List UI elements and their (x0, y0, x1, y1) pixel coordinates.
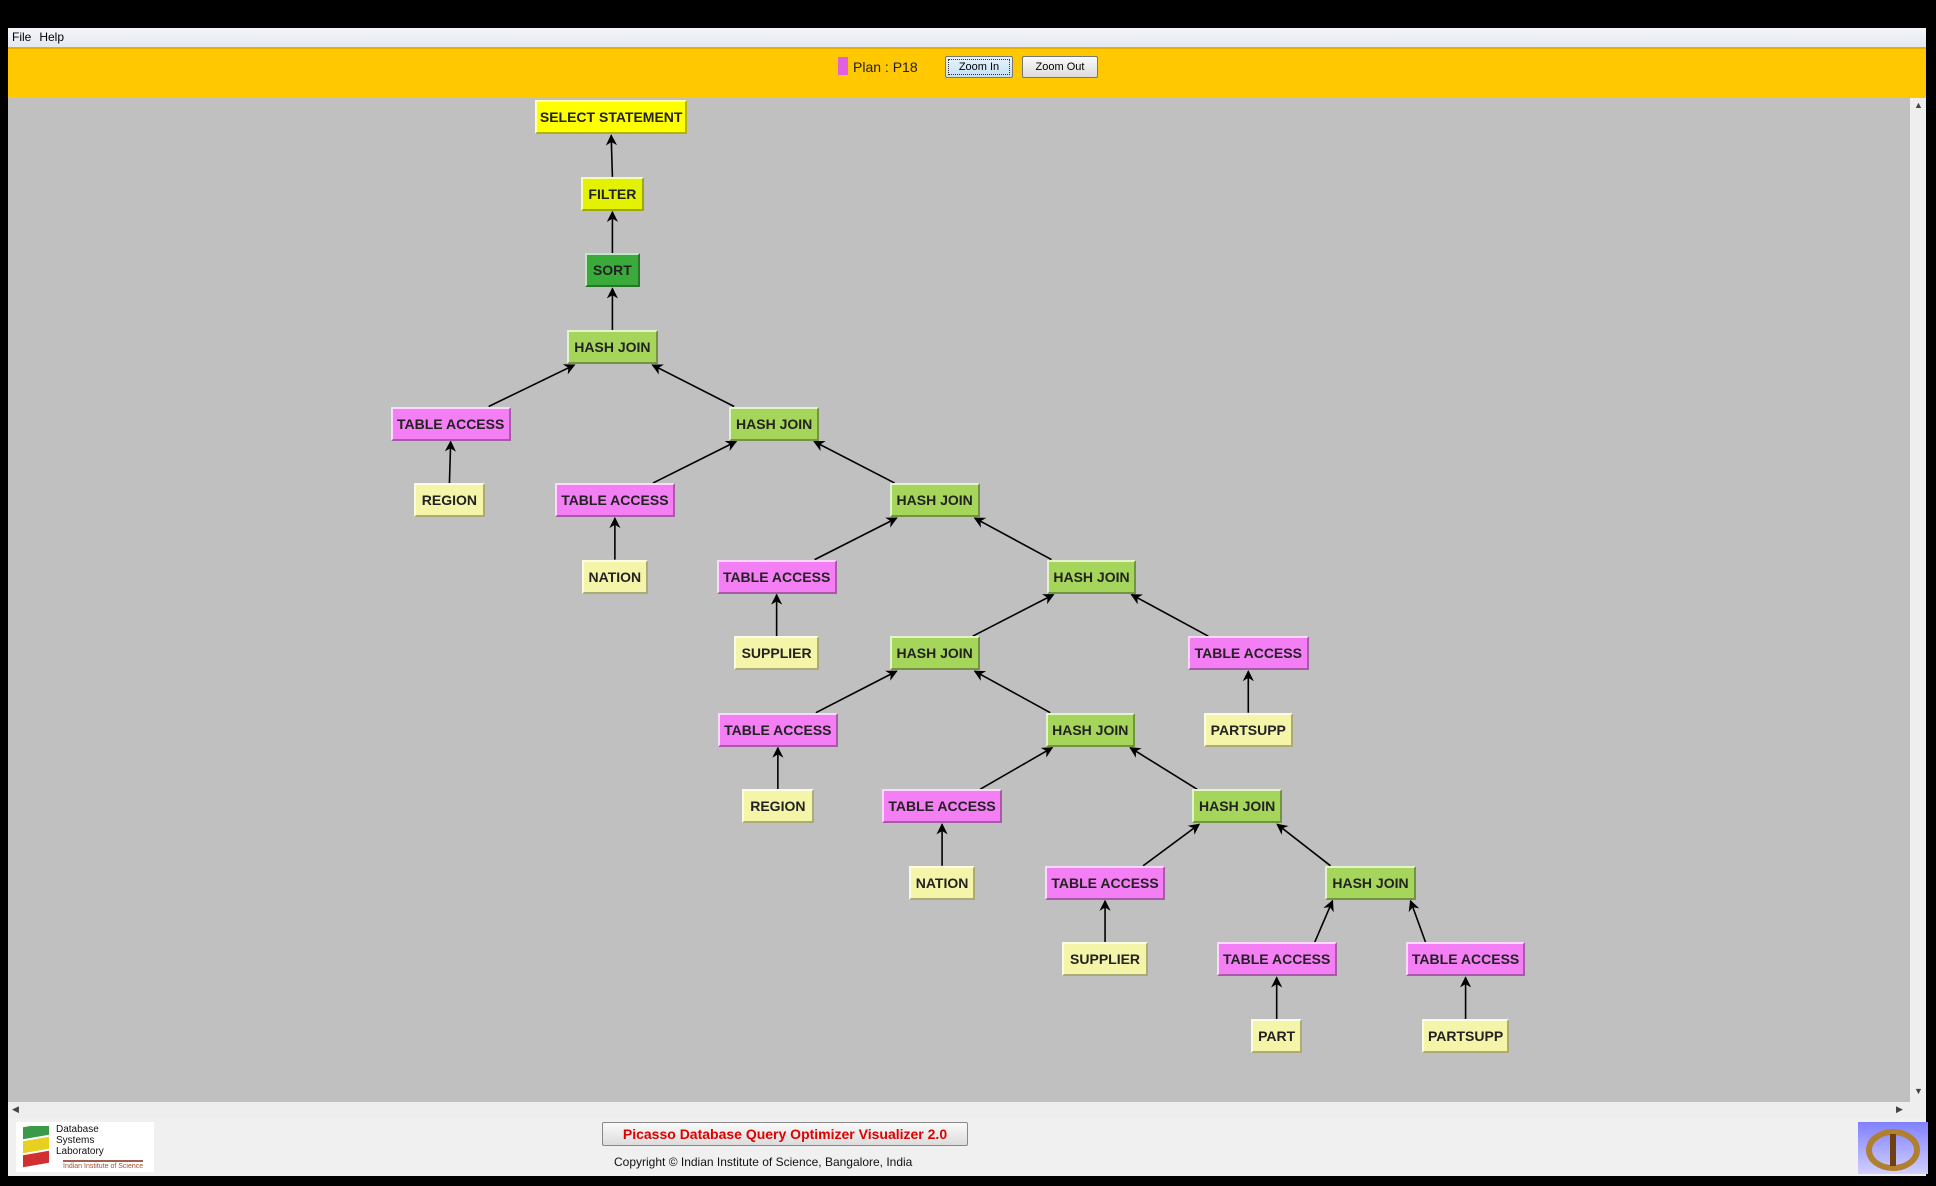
plan-label: Plan : P18 (853, 59, 918, 75)
logo-line: Database (56, 1124, 99, 1135)
dsl-blocks-icon (23, 1126, 49, 1168)
plan-node-relation[interactable]: REGION (414, 483, 485, 518)
logo-line: Laboratory (56, 1146, 104, 1157)
plan-node-filter[interactable]: FILTER (580, 176, 644, 211)
toolbar: Plan : P18 Zoom In Zoom Out (8, 47, 1926, 98)
plan-edge-arrow (972, 593, 1055, 637)
plan-node-relation[interactable]: PARTSUPP (1203, 712, 1293, 747)
scroll-corner (1910, 1102, 1926, 1118)
plan-edge-arrow (1129, 747, 1198, 790)
plan-edge-arrow (814, 517, 898, 561)
plan-node-hashjoin[interactable]: HASH JOIN (729, 406, 820, 441)
dsl-logo-subtitle: Indian Institute of Science (63, 1160, 144, 1170)
plan-node-table-access[interactable]: TABLE ACCESS (1045, 865, 1165, 900)
plan-node-hashjoin[interactable]: HASH JOIN (1045, 712, 1135, 747)
plan-edge-arrow (1130, 593, 1209, 637)
plan-node-table-access[interactable]: TABLE ACCESS (1187, 636, 1309, 671)
plan-tree-edges (444, 134, 1472, 1019)
plan-node-hashjoin[interactable]: HASH JOIN (1192, 789, 1283, 824)
plan-edge-arrow (1313, 899, 1334, 943)
plan-node-relation[interactable]: NATION (908, 865, 976, 900)
scroll-up-icon[interactable]: ▲ (1914, 100, 1923, 110)
plan-edge-arrow (979, 747, 1054, 790)
plan-edge-arrow (973, 517, 1052, 561)
plan-node-hashjoin[interactable]: HASH JOIN (889, 483, 980, 518)
plan-node-relation[interactable]: REGION (742, 789, 814, 824)
plan-edge-arrow (651, 364, 735, 408)
plan-edge-arrow (444, 440, 456, 484)
plan-edge-arrow (1276, 823, 1332, 867)
plan-node-relation[interactable]: NATION (581, 559, 649, 594)
zoom-in-button[interactable]: Zoom In (945, 56, 1013, 78)
plan-node-table-access[interactable]: TABLE ACCESS (554, 483, 675, 518)
plan-node-relation[interactable]: SUPPLIER (1062, 942, 1148, 977)
plan-node-table-access[interactable]: TABLE ACCESS (390, 406, 511, 441)
plan-edge-arrow (488, 364, 576, 408)
plan-tree-canvas: SELECT STATEMENT FILTER SORT HASH JOIN TABLE… (8, 98, 1910, 1102)
plan-color-swatch (838, 57, 848, 75)
scroll-down-icon[interactable]: ▼ (1914, 1086, 1923, 1096)
plan-node-select[interactable]: SELECT STATEMENT (535, 100, 688, 135)
plan-node-relation[interactable]: PART (1251, 1018, 1302, 1053)
plan-node-table-access[interactable]: TABLE ACCESS (716, 559, 837, 594)
plan-node-hashjoin[interactable]: HASH JOIN (889, 636, 980, 671)
footer: Database Systems Laboratory Indian Insti… (8, 1118, 1928, 1176)
dsl-logo-text: Database Systems Laboratory (56, 1124, 104, 1157)
zoom-out-button[interactable]: Zoom Out (1022, 56, 1098, 78)
scroll-right-icon[interactable]: ▶ (1896, 1104, 1903, 1114)
copyright-text: Copyright © Indian Institute of Science,… (614, 1155, 913, 1169)
plan-edge-arrow (605, 134, 618, 177)
menu-file[interactable]: File (12, 30, 32, 44)
app-title-button[interactable]: Picasso Database Query Optimizer Visuali… (602, 1122, 968, 1146)
plan-node-hashjoin[interactable]: HASH JOIN (1325, 865, 1416, 900)
menu-bar: File Help (8, 28, 1926, 47)
plan-node-hashjoin[interactable]: HASH JOIN (1047, 559, 1136, 594)
plan-node-table-access[interactable]: TABLE ACCESS (882, 789, 1002, 824)
plan-node-relation[interactable]: SUPPLIER (734, 636, 820, 671)
plan-edge-arrow (652, 440, 738, 484)
plan-edge-arrow (1142, 823, 1201, 867)
plan-node-table-access[interactable]: TABLE ACCESS (1216, 942, 1337, 977)
scroll-left-icon[interactable]: ◀ (12, 1104, 19, 1114)
plan-node-table-access[interactable]: TABLE ACCESS (1405, 942, 1526, 977)
plan-node-hashjoin[interactable]: HASH JOIN (566, 329, 659, 364)
menu-help[interactable]: Help (39, 30, 65, 44)
horizontal-scrollbar[interactable]: ◀ ▶ (8, 1102, 1910, 1119)
iisc-emblem-icon (1858, 1122, 1928, 1174)
plan-edge-arrow (813, 440, 896, 484)
plan-edge-arrow (973, 670, 1051, 714)
plan-node-relation[interactable]: PARTSUPP (1421, 1018, 1510, 1053)
plan-node-table-access[interactable]: TABLE ACCESS (717, 712, 838, 747)
plan-edge-arrow (1408, 899, 1427, 943)
plan-edge-arrow (815, 670, 898, 714)
vertical-scrollbar[interactable]: ▲ ▼ (1910, 98, 1926, 1102)
logo-line: Systems (56, 1135, 95, 1146)
plan-node-sort[interactable]: SORT (585, 253, 640, 288)
dsl-logo: Database Systems Laboratory Indian Insti… (16, 1122, 154, 1172)
